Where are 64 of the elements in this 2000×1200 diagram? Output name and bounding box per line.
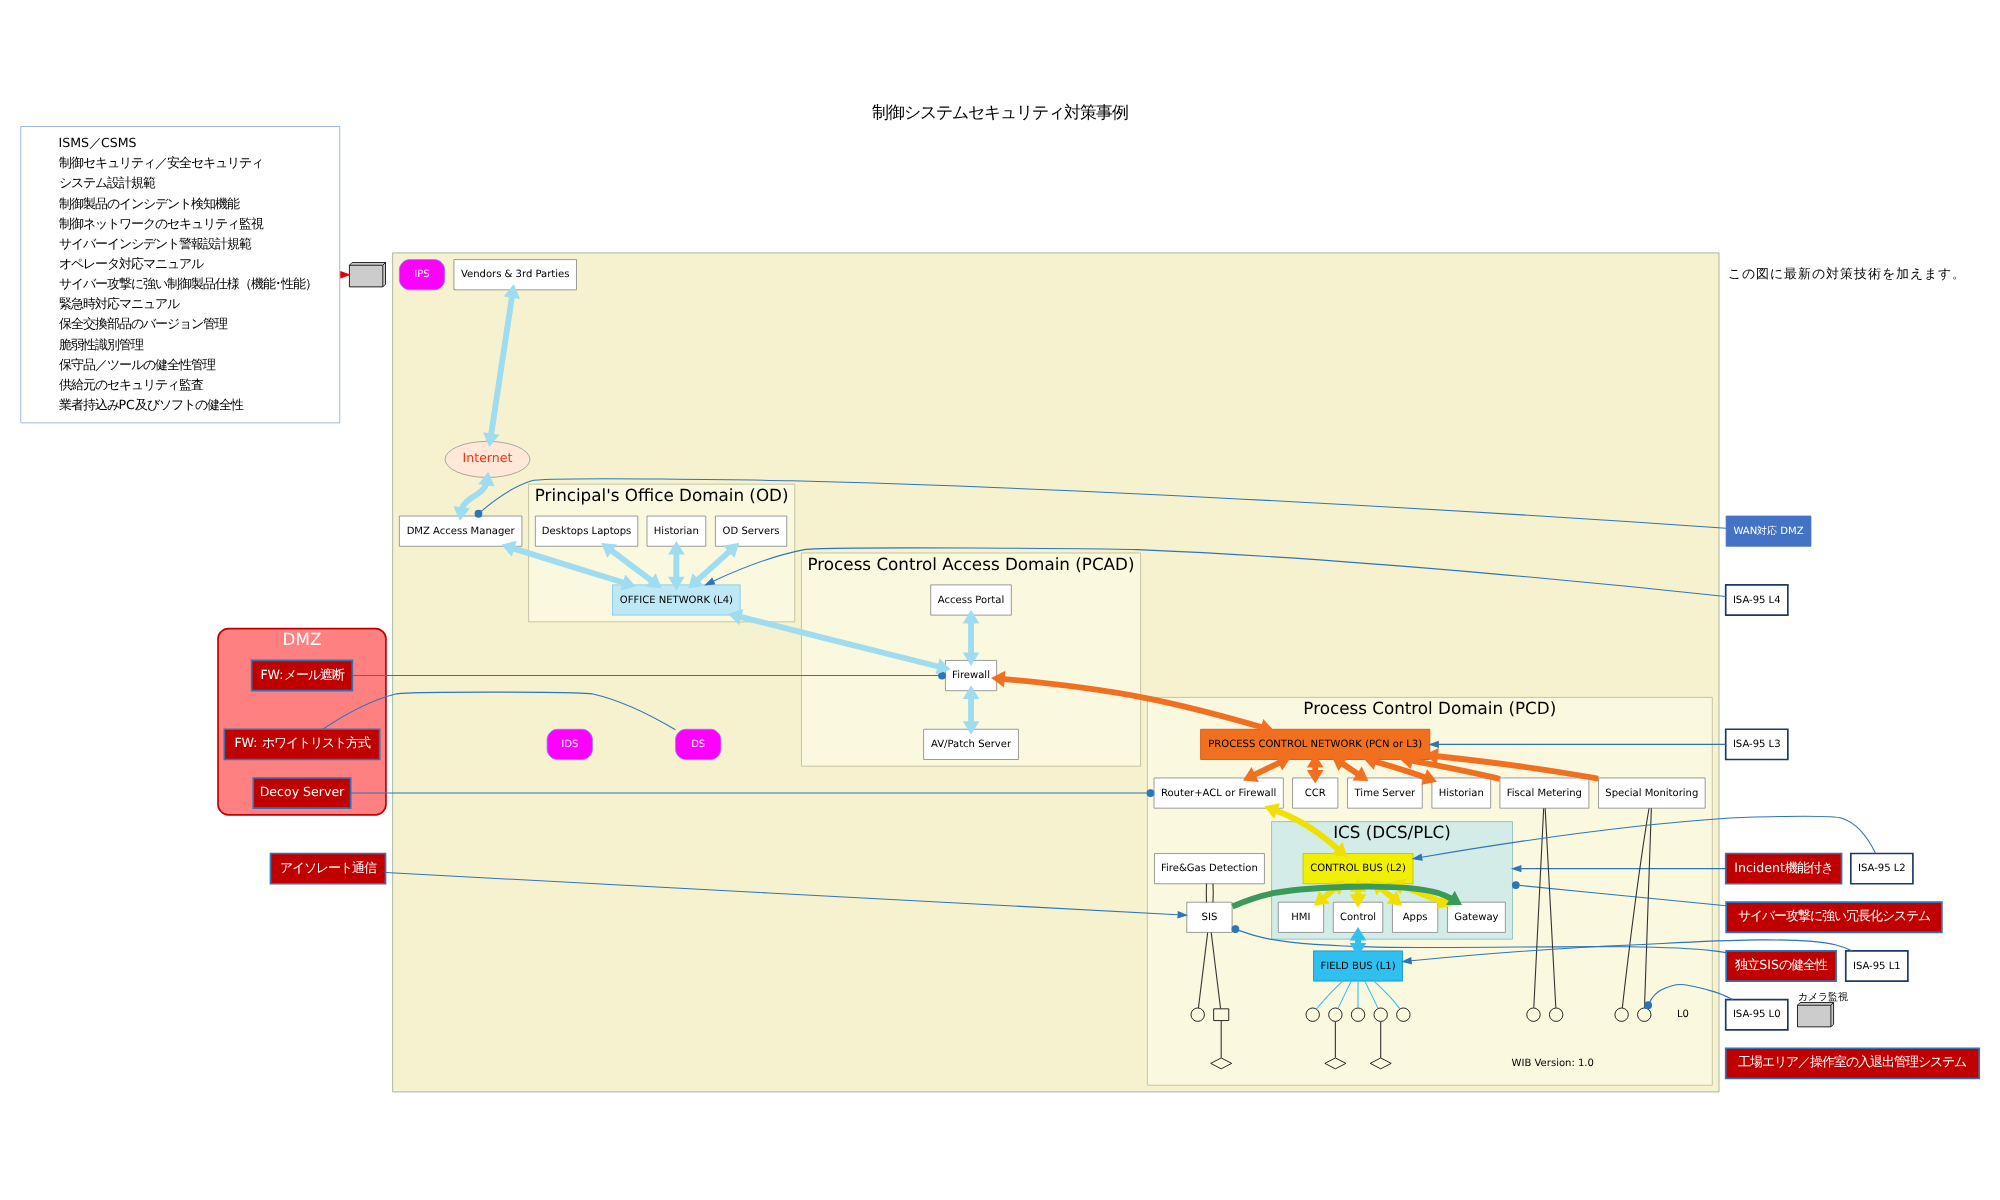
arrow: [1428, 740, 1727, 749]
arrow: [1510, 864, 1726, 873]
node-circle: [1396, 1007, 1411, 1022]
connector: [1220, 1020, 1222, 1059]
connector: [1212, 883, 1214, 903]
connector: [1334, 1021, 1336, 1059]
arrow: [668, 540, 685, 591]
connector: [1205, 883, 1208, 903]
connector: [1315, 980, 1344, 1010]
connector: [1533, 807, 1545, 1009]
connector: [474, 478, 1727, 529]
arrow: [1264, 803, 1348, 858]
node-circle: [1190, 1007, 1205, 1022]
arrow: [1331, 756, 1369, 782]
connector: [350, 789, 1155, 797]
node-circle: [1328, 1007, 1343, 1022]
node-valve: [1210, 1057, 1233, 1070]
arrow: [962, 609, 980, 667]
connector: [1621, 807, 1650, 1009]
node-valve: [1369, 1057, 1392, 1070]
connector: [1337, 980, 1352, 1009]
node-circle: [1549, 1007, 1564, 1022]
node-circle: [1526, 1007, 1541, 1022]
connector: [1511, 881, 1727, 907]
connector: [1357, 980, 1359, 1009]
arrow: [688, 542, 740, 589]
node-circle: [1637, 1007, 1652, 1022]
node-circle: [1614, 1007, 1629, 1022]
arrow: [601, 543, 662, 589]
connector: [1364, 980, 1379, 1009]
cluster: [392, 252, 1720, 1093]
arrow: [1411, 815, 1877, 861]
connector: [1197, 932, 1209, 1009]
arrow: [1231, 883, 1463, 910]
connector: [1544, 807, 1557, 1009]
diagram-title: 制御システムセキュリティ対策事例: [872, 102, 1128, 123]
node-box: [1213, 1008, 1230, 1021]
node-circle: [1350, 1007, 1366, 1022]
connector: [1380, 1021, 1382, 1059]
connector: [1643, 807, 1652, 1009]
arrow: [704, 547, 1727, 598]
arrow: [1390, 878, 1453, 909]
connector: [1231, 925, 1727, 954]
arrow: [1242, 755, 1291, 782]
arrow: [728, 609, 951, 675]
connector: [352, 671, 946, 680]
arrow: [991, 670, 1275, 735]
connector: [1373, 980, 1401, 1010]
arrow: [1349, 926, 1367, 957]
arrow: [1363, 753, 1437, 785]
arrow: [1401, 939, 1853, 965]
arrow: [1306, 753, 1324, 784]
connector: [1644, 983, 1734, 1010]
arrow: [962, 685, 980, 735]
connector: [1210, 932, 1222, 1010]
arrow: [1424, 748, 1599, 782]
arrow: [385, 872, 1189, 919]
node-circle: [1373, 1007, 1388, 1022]
connector: [322, 691, 676, 731]
node-valve: [1324, 1057, 1347, 1070]
arrow: [453, 471, 495, 521]
arrow: [501, 540, 636, 591]
node-circle: [1305, 1007, 1320, 1022]
arrow: [483, 284, 521, 447]
